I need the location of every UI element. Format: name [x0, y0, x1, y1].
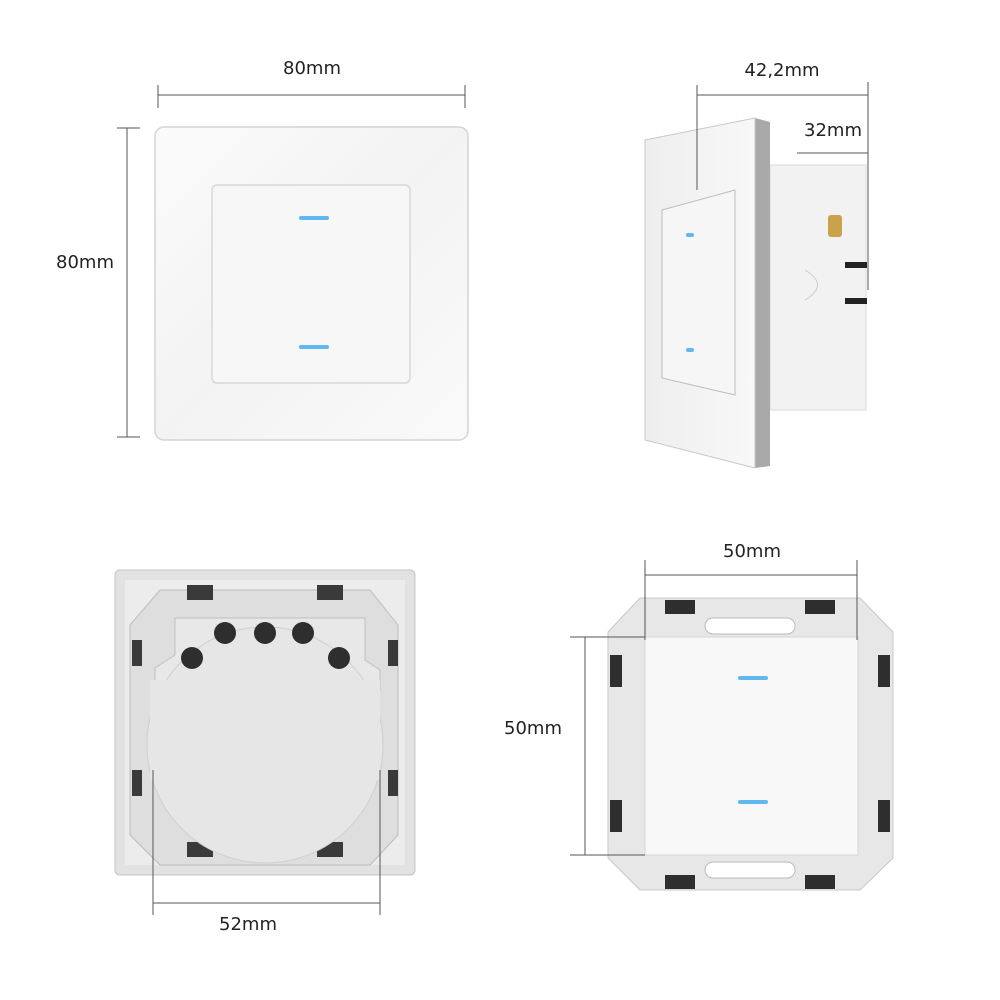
back-view: 52mm	[114, 569, 416, 935]
side-view: 42,2mm 32mm	[644, 60, 869, 469]
front-view: 80mm 80mm	[56, 58, 469, 441]
width-dimension: 80mm	[157, 58, 466, 108]
led-indicator-bottom	[299, 345, 329, 349]
depth-label: 42,2mm	[744, 60, 819, 81]
height-dimension: 80mm	[56, 127, 140, 438]
module-width-label: 50mm	[723, 541, 781, 562]
module-face	[644, 636, 859, 856]
pin-top	[845, 262, 867, 268]
body-depth-label: 32mm	[804, 120, 862, 141]
led-indicator-top	[299, 216, 329, 220]
module-clips	[610, 600, 890, 889]
plate-edge	[755, 118, 770, 468]
module-led-bottom	[738, 800, 768, 804]
module-dimensions: 50mm 50mm	[504, 541, 858, 856]
module-led-top	[738, 676, 768, 680]
touch-panel	[211, 184, 411, 384]
module-view: 50mm 50mm	[504, 541, 894, 891]
front-width-label: 80mm	[283, 58, 341, 79]
wire-terminals	[181, 622, 350, 669]
back-width-label: 52mm	[219, 914, 277, 935]
led-side-bottom	[686, 348, 694, 352]
pin-bottom	[845, 298, 867, 304]
led-side-top	[686, 233, 694, 237]
terminal-screw	[828, 215, 842, 237]
depth-dimension: 42,2mm 32mm	[696, 60, 869, 290]
width-dimension-back: 52mm	[152, 770, 381, 935]
front-height-label: 80mm	[56, 252, 114, 273]
switch-body	[769, 164, 867, 411]
module-height-label: 50mm	[504, 718, 562, 739]
panel-angled	[661, 189, 736, 396]
